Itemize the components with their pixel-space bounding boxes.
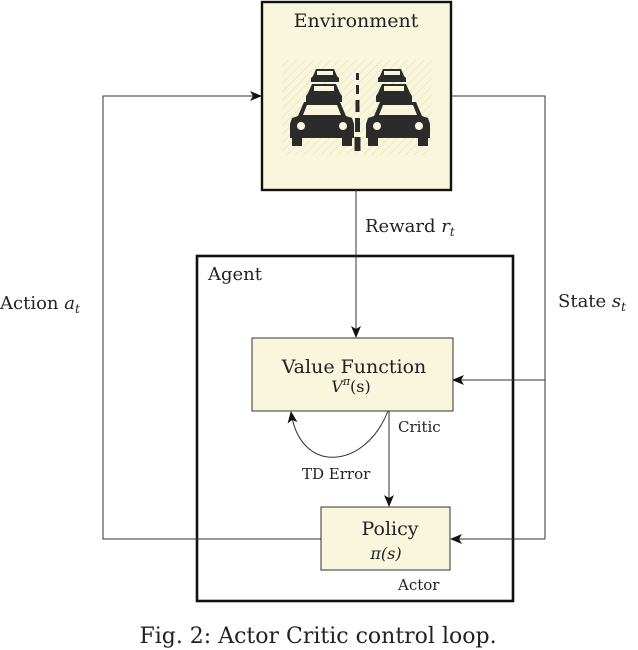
policy-formula: π(s) [369, 544, 401, 563]
action-label: Action at [0, 293, 80, 316]
td-error-curve [287, 410, 389, 458]
state-arrows [450, 95, 546, 544]
td-error-label: TD Error [302, 465, 371, 483]
environment-box: Environment [260, 0, 453, 192]
figure-caption: Fig. 2: Actor Critic control loop. [139, 624, 496, 649]
action-arrow [102, 91, 321, 540]
value-function-box: Value Function Vπ(s) Critic [251, 337, 454, 436]
policy-title: Policy [362, 518, 419, 540]
value-function-formula: Vπ(s) [331, 375, 371, 396]
actor-label: Actor [397, 576, 440, 594]
value-function-title: Value Function [281, 356, 427, 378]
state-label: State st [558, 291, 626, 314]
traffic-cars-icon [290, 69, 430, 151]
reward-label: Reward rt [365, 216, 455, 239]
environment-title: Environment [294, 10, 419, 32]
critic-label: Critic [398, 418, 441, 436]
policy-box: Policy π(s) Actor [320, 506, 451, 594]
agent-title: Agent [207, 264, 263, 285]
agent-box: Agent [195, 254, 515, 603]
